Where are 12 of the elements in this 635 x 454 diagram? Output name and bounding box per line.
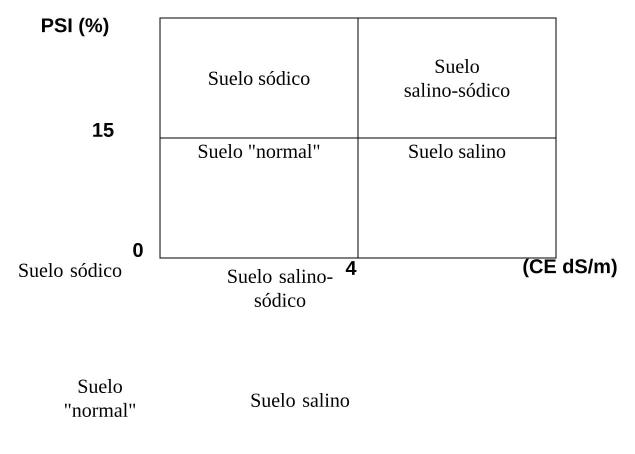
stray-label: Suelo salino (252, 392, 350, 407)
cell-box: Suelo salino (358, 138, 556, 258)
axis-label: 4 (346, 261, 356, 275)
axis-label: 15 (93, 123, 114, 137)
axis-label: PSI (%) (42, 18, 108, 36)
stray-label: Suelo sódico (19, 262, 122, 277)
stray-label: Suelo salino-sódico (228, 269, 332, 307)
cell-box: Suelo salino-sódico (358, 18, 556, 138)
cell-box: Suelo sódico (160, 18, 358, 138)
axis-label: (CE dS/m) (523, 258, 617, 278)
stray-label: Suelo "normal" (64, 379, 136, 417)
cell-box: Suelo "normal" (160, 138, 358, 258)
